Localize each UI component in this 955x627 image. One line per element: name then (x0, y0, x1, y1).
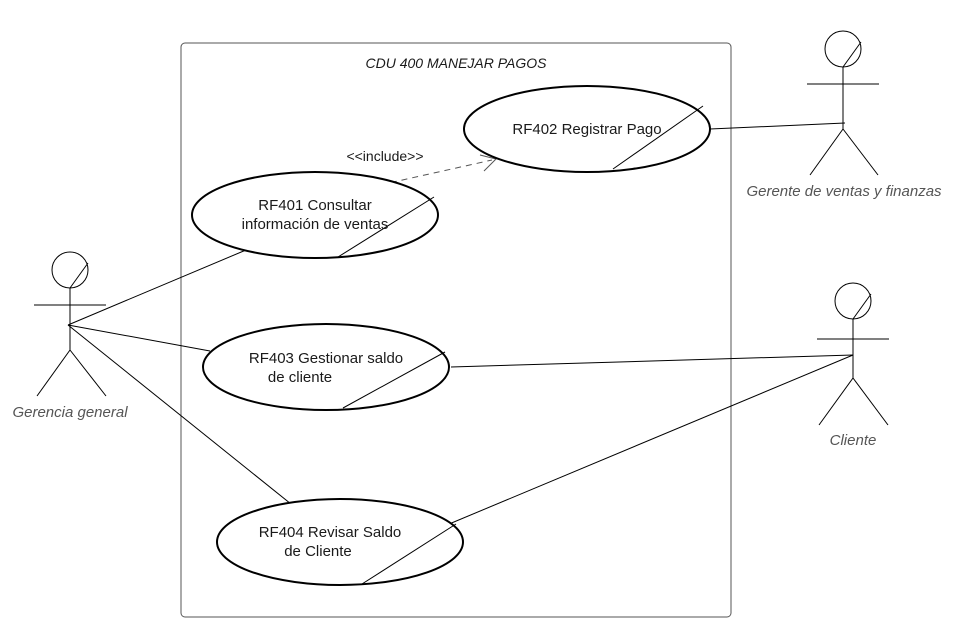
actor-gerente-label: Gerente de ventas y finanzas (746, 183, 942, 200)
use-case-rf401[interactable]: RF401 Consultar información de ventas (191, 171, 439, 259)
actor-left-leg (36, 349, 71, 397)
actor-gerencia-general[interactable] (34, 251, 107, 397)
actor-right-leg (842, 128, 879, 176)
actor-gerente-ventas[interactable] (807, 30, 879, 176)
use-case-slash (342, 351, 446, 409)
assoc-gerencia-rf401 (67, 249, 247, 326)
use-case-rf404[interactable]: RF404 Revisar Saldo de Cliente (216, 498, 464, 586)
rf401-label-line1: RF401 Consultar (258, 197, 371, 214)
use-case-rf403[interactable]: RF403 Gestionar saldo de cliente (202, 323, 450, 411)
rf403-label-line2: de cliente (268, 369, 332, 386)
assoc-cliente-rf404 (429, 354, 854, 533)
actor-cliente[interactable] (817, 282, 889, 426)
system-title: CDU 400 MANEJAR PAGOS (365, 55, 547, 71)
actor-right-leg (69, 349, 107, 397)
actor-head-slash (852, 293, 872, 320)
rf404-label-line2: de Cliente (284, 543, 352, 560)
assoc-gerencia-rf403 (67, 324, 211, 352)
associations (67, 122, 854, 533)
rf403-label-line1: RF403 Gestionar saldo (249, 350, 403, 367)
use-case-slash (612, 105, 704, 170)
actor-right-leg (852, 377, 889, 426)
use-case-slash (337, 196, 435, 258)
actor-cliente-label: Cliente (830, 432, 877, 449)
assoc-gerente-rf402 (709, 122, 846, 130)
use-case-rf402[interactable]: RF402 Registrar Pago (463, 85, 711, 173)
rf401-label-line2: información de ventas (242, 216, 389, 233)
actor-left-leg (809, 128, 844, 176)
actor-head-slash (842, 41, 862, 68)
use-case-slash (361, 523, 457, 585)
actor-left-leg (818, 377, 854, 426)
include-dashed-line (379, 159, 493, 186)
system-boundary (180, 42, 732, 618)
assoc-cliente-rf403 (450, 354, 854, 368)
actor-head-slash (69, 262, 89, 289)
actor-gerencia-label: Gerencia general (12, 404, 128, 421)
rf402-label: RF402 Registrar Pago (512, 121, 661, 138)
assoc-gerencia-rf404 (67, 324, 292, 505)
include-stereotype: <<include>> (346, 148, 423, 164)
rf404-label-line1: RF404 Revisar Saldo (259, 524, 402, 541)
